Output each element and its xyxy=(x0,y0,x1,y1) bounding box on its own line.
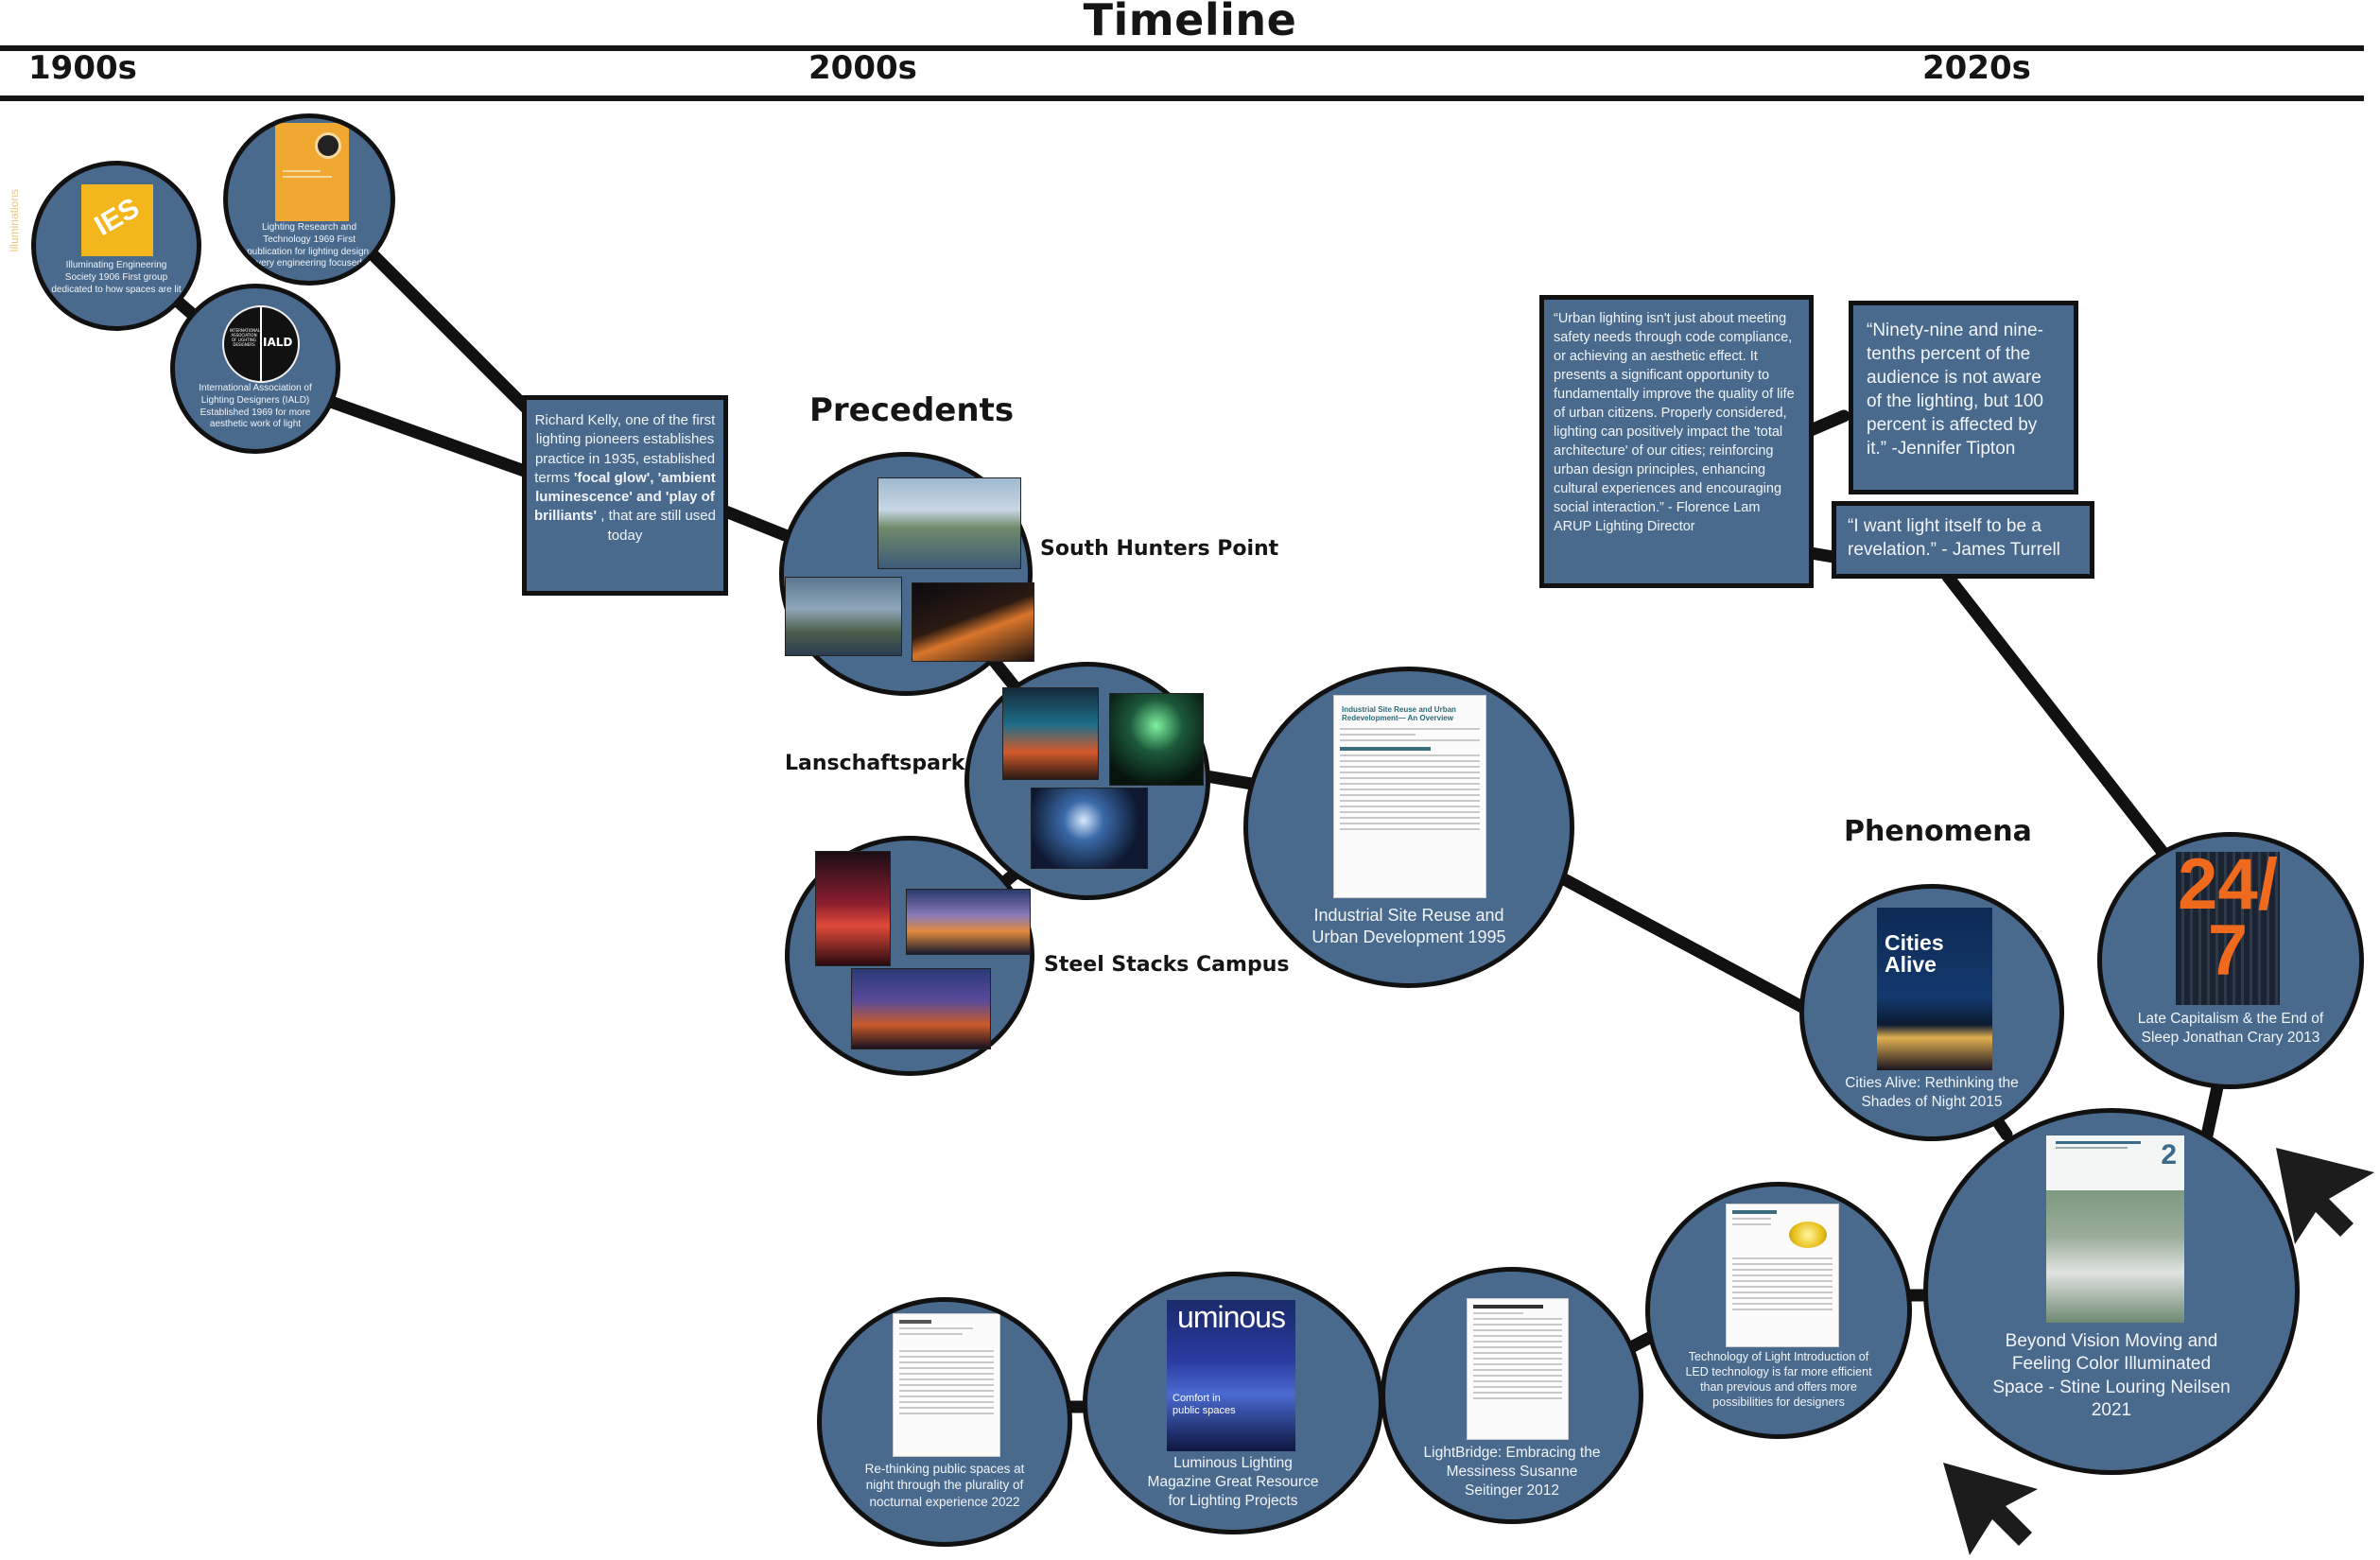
node-ies: IES Illuminating Engineering Society 190… xyxy=(31,161,201,331)
beyond-vision-caption: Beyond Vision Moving and Feeling Color I… xyxy=(1992,1331,2231,1420)
node-luminous: uminous Comfort in public spaces Luminou… xyxy=(1083,1272,1383,1534)
lrt-caption: Lighting Research and Technology 1969 Fi… xyxy=(247,222,372,269)
industrial-paper-thumbnail: Industrial Site Reuse and Urban Redevelo… xyxy=(1333,695,1486,898)
connector xyxy=(1941,570,2172,862)
node-led-technology: Technology of Light Introduction of LED … xyxy=(1645,1182,1912,1439)
industrial-caption: Industrial Site Reuse and Urban Developm… xyxy=(1312,906,1506,947)
luminous-caption: Luminous Lighting Magazine Great Resourc… xyxy=(1147,1455,1319,1509)
node-industrial-site-reuse: Industrial Site Reuse and Urban Redevelo… xyxy=(1243,667,1574,988)
led-article-thumbnail xyxy=(1726,1204,1839,1347)
iald-logo: INTERNATIONAL ASSOCIATION OF LIGHTING DE… xyxy=(222,305,300,383)
label-south-hunters-point: South Hunters Point xyxy=(1040,537,1279,561)
steel-stacks-photo-1 xyxy=(815,851,891,966)
beyond-vision-cover: 2 xyxy=(2046,1135,2184,1323)
steel-stacks-photo-2 xyxy=(906,889,1031,955)
lanschaftspark-photo-2 xyxy=(1109,693,1204,786)
era-label-2020s: 2020s xyxy=(1922,49,2031,87)
header-rule-bottom xyxy=(0,95,2364,101)
connector xyxy=(353,234,536,418)
node-cities-alive: Cities Alive Cities Alive: Rethinking th… xyxy=(1799,884,2064,1141)
crary-caption: Late Capitalism & the End of Sleep Jonat… xyxy=(2137,1011,2324,1046)
crary-book-cover: 24/7 xyxy=(2176,852,2280,1005)
steel-stacks-photo-3 xyxy=(851,968,991,1049)
precedents-heading: Precedents xyxy=(809,391,1015,429)
luminous-magazine-cover: uminous Comfort in public spaces xyxy=(1167,1300,1295,1451)
south-hunters-point-aerial-photo xyxy=(877,477,1021,569)
led-image xyxy=(1789,1222,1827,1248)
node-lighting-research: Lighting Research and Technology 1969 Fi… xyxy=(223,113,395,286)
lightbridge-paper-thumbnail xyxy=(1467,1298,1569,1440)
lanschaftspark-photo-1 xyxy=(1002,687,1099,780)
node-rethinking-public-spaces: Re-thinking public spaces at night throu… xyxy=(817,1297,1072,1547)
quote-james-turrell: “I want light itself to be a revelation.… xyxy=(1832,501,2094,579)
richard-kelly-box: Richard Kelly, one of the first lighting… xyxy=(522,395,728,596)
connector xyxy=(1804,409,1850,437)
header-rule-top xyxy=(0,45,2364,51)
label-lanschaftspark: Lanschaftspark xyxy=(785,752,965,775)
side-watermark-text: Illuminations xyxy=(8,189,21,252)
connector xyxy=(1549,868,1817,1018)
lrt-journal-cover xyxy=(275,123,349,221)
quote-florence-lam: “Urban lighting isn't just about meeting… xyxy=(1539,295,1814,588)
lrt-seal-icon xyxy=(315,132,341,159)
connector xyxy=(1194,769,1264,791)
lanschaftspark-photo-3 xyxy=(1031,788,1148,869)
lightbridge-caption: LightBridge: Embracing the Messiness Sus… xyxy=(1423,1445,1601,1499)
node-24-7: 24/7 Late Capitalism & the End of Sleep … xyxy=(2097,832,2364,1089)
beyond-vision-cover-image xyxy=(2046,1190,2184,1323)
label-steel-stacks: Steel Stacks Campus xyxy=(1044,953,1290,977)
rethinking-paper-thumbnail xyxy=(893,1313,1000,1457)
ies-caption: Illuminating Engineering Society 1906 Fi… xyxy=(51,260,182,295)
era-label-2000s: 2000s xyxy=(808,49,917,87)
node-iald: INTERNATIONAL ASSOCIATION OF LIGHTING DE… xyxy=(170,284,340,454)
arrow-cursor-icon xyxy=(2276,1148,2374,1244)
arrow-cursor-icon xyxy=(1943,1463,2038,1555)
south-hunters-point-night-photo xyxy=(912,582,1034,662)
node-beyond-vision: 2 Beyond Vision Moving and Feeling Color… xyxy=(1923,1108,2300,1475)
iald-caption: International Association of Lighting De… xyxy=(199,383,312,430)
node-lightbridge: LightBridge: Embracing the Messiness Sus… xyxy=(1381,1267,1643,1524)
south-hunters-point-park-photo xyxy=(785,577,902,656)
connector xyxy=(717,504,801,546)
connector xyxy=(324,395,536,479)
quote-jennifer-tipton: “Ninety-nine and nine-tenths percent of … xyxy=(1849,301,2078,494)
ies-logo: IES xyxy=(81,184,153,256)
page-title: Timeline xyxy=(1083,0,1297,45)
rethinking-caption: Re-thinking public spaces at night throu… xyxy=(864,1462,1025,1509)
cities-alive-caption: Cities Alive: Rethinking the Shades of N… xyxy=(1845,1075,2019,1110)
kelly-terms: 'focal glow', 'ambient luminescence' and… xyxy=(534,469,716,525)
led-caption: Technology of Light Introduction of LED … xyxy=(1685,1350,1872,1409)
cities-alive-cover: Cities Alive xyxy=(1877,908,1992,1070)
era-label-1900s: 1900s xyxy=(28,49,137,87)
phenomena-heading: Phenomena xyxy=(1844,815,2032,848)
